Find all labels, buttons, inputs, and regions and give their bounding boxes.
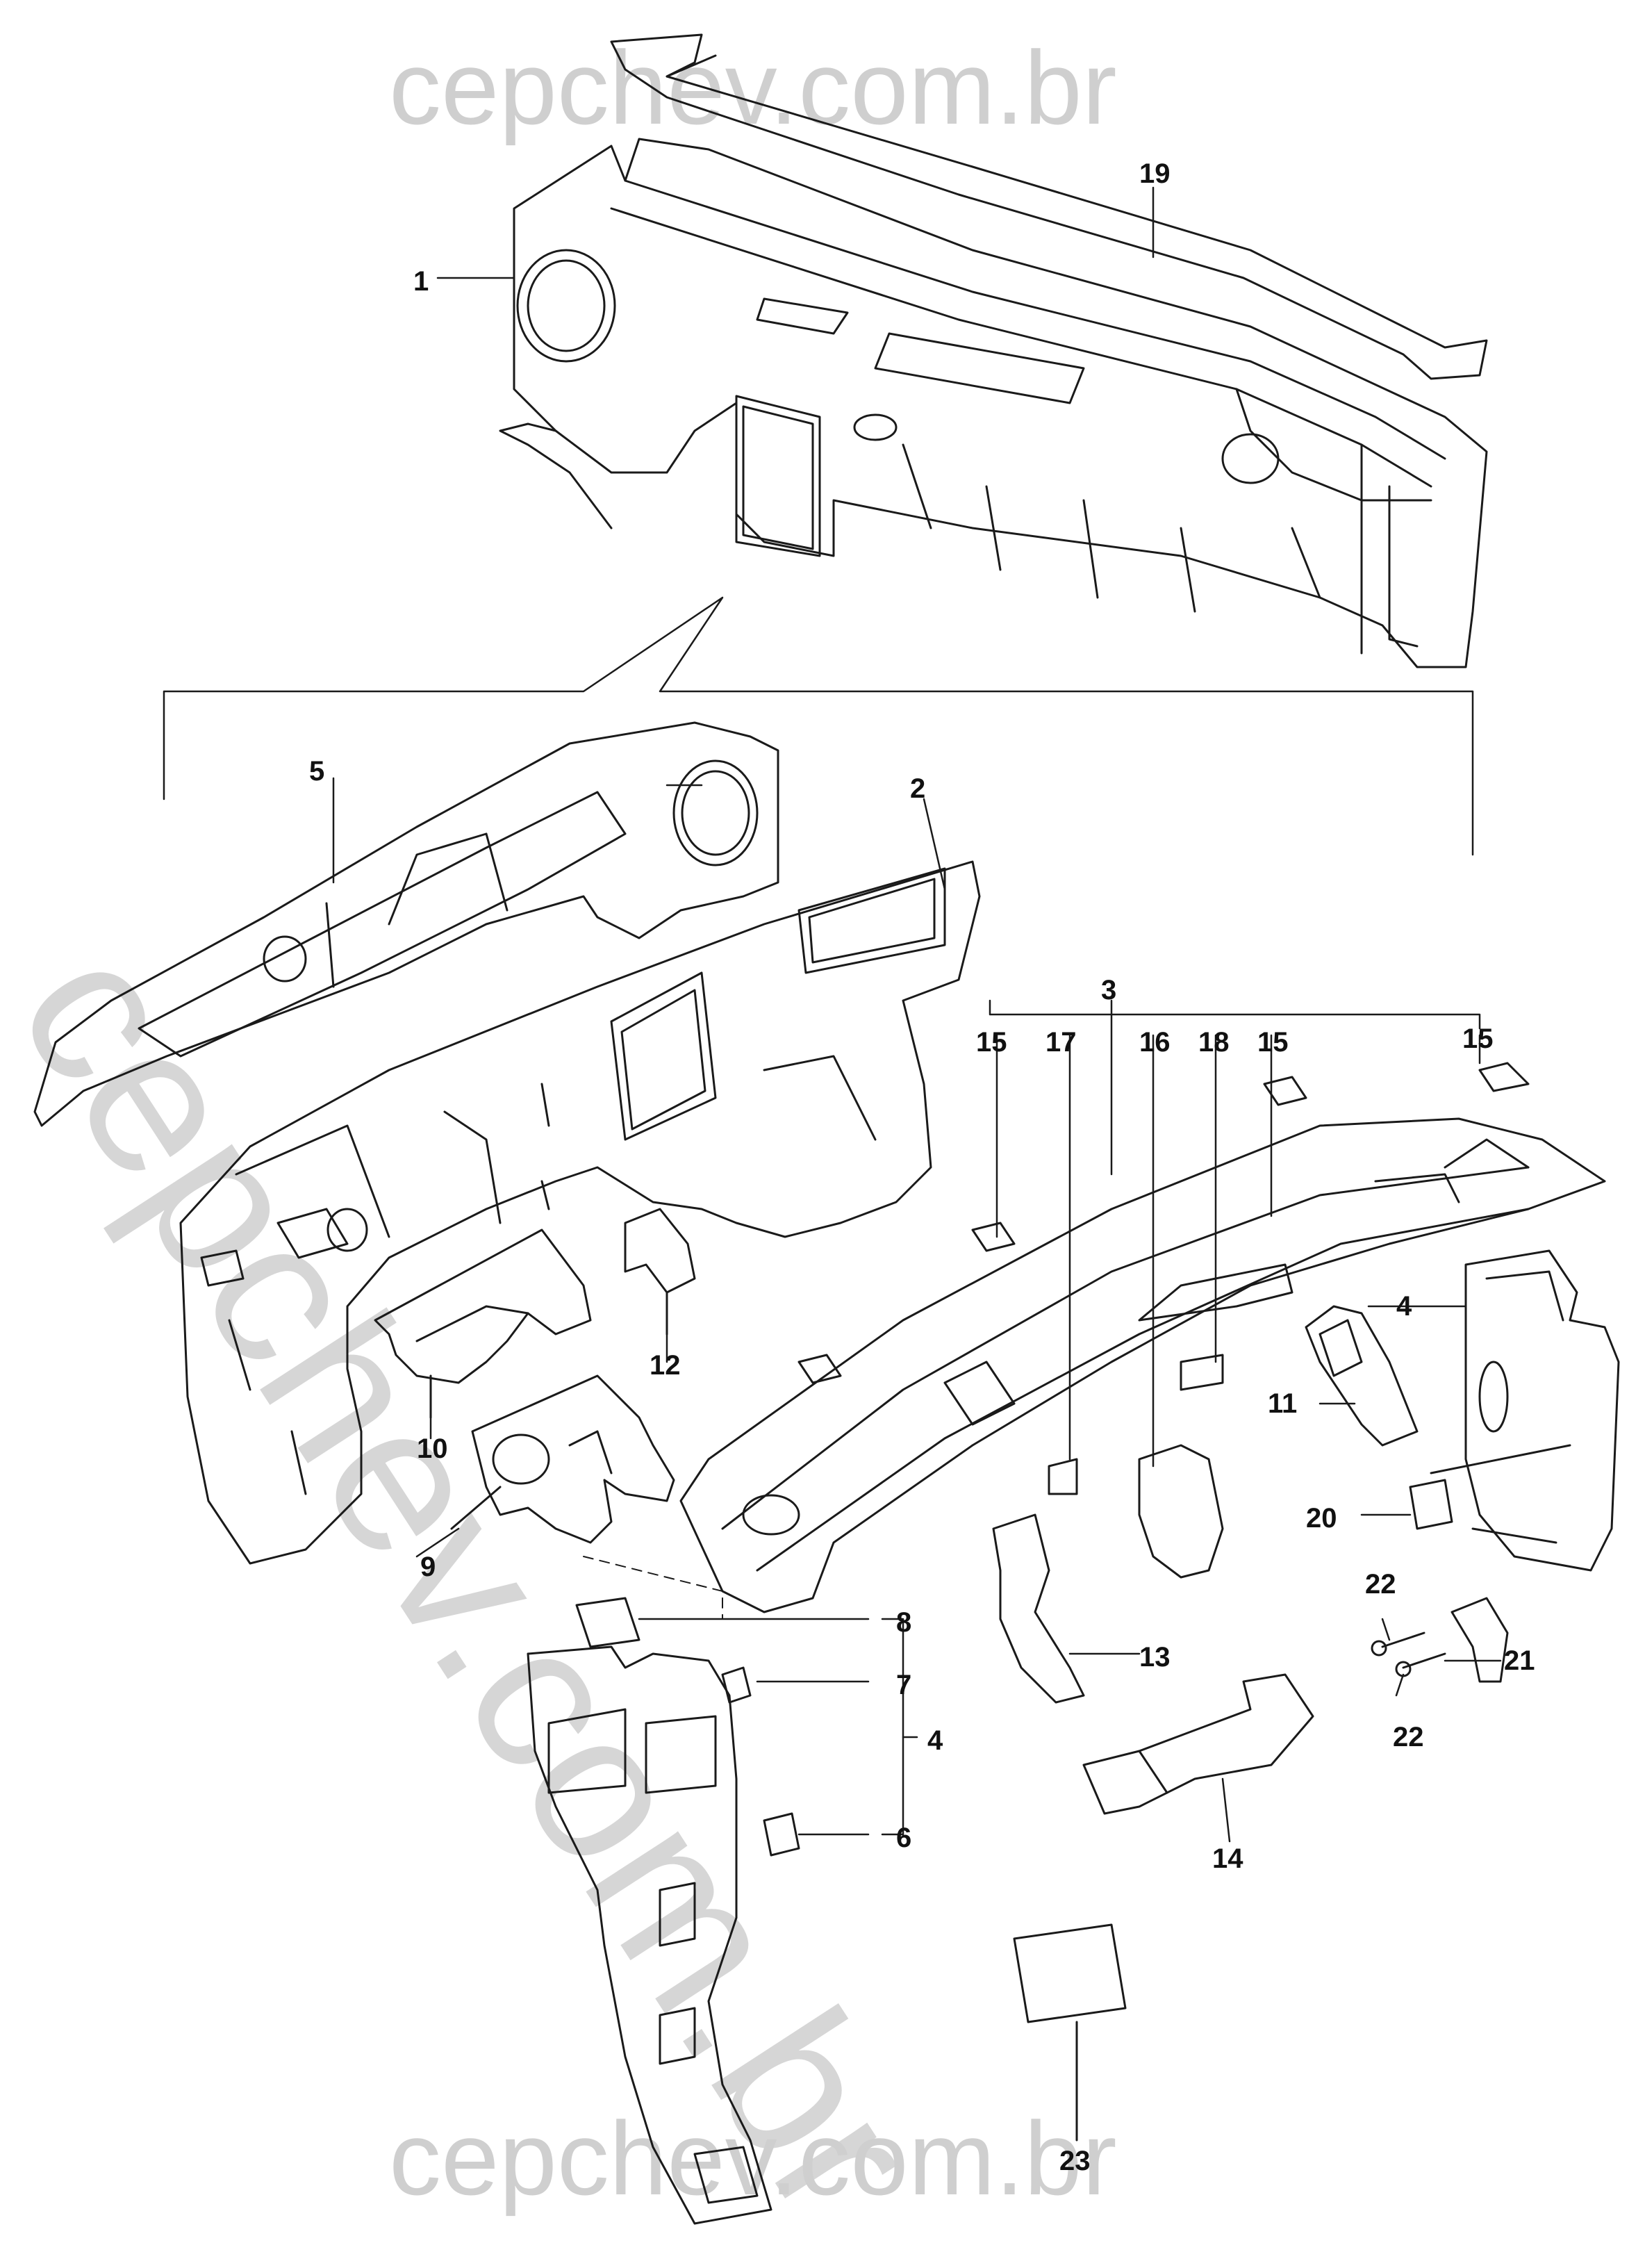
callout-23: 23 (1059, 2146, 1091, 2176)
part-4-side-panel-right (1430, 1249, 1620, 1572)
part-2-dash-panel (179, 860, 981, 1565)
callout-7: 7 (896, 1670, 912, 1700)
part-8-bracket (575, 1597, 640, 1648)
callout-5: 5 (309, 756, 325, 787)
callout-1: 1 (413, 266, 429, 297)
part-16-insulator (1138, 1444, 1224, 1579)
part-20-bracket (1409, 1479, 1453, 1530)
callout-15-a: 15 (976, 1027, 1007, 1058)
callout-12: 12 (650, 1350, 681, 1381)
callout-4-left: 4 (927, 1725, 943, 1756)
part-7-clip (721, 1666, 752, 1704)
callout-10: 10 (417, 1433, 448, 1464)
callout-4-right: 4 (1396, 1291, 1412, 1322)
callout-22-a: 22 (1365, 1569, 1396, 1600)
part-3-cowl-assembly (679, 1117, 1606, 1613)
part-11-pad (1305, 1305, 1419, 1447)
callout-18: 18 (1198, 1027, 1230, 1058)
callout-11: 11 (1268, 1388, 1298, 1419)
callout-20: 20 (1306, 1503, 1337, 1534)
part-15-clips (797, 1062, 1530, 1384)
part-9-reinforcement (450, 1374, 675, 1544)
callout-17: 17 (1045, 1027, 1077, 1058)
part-10-bracket (374, 1228, 592, 1419)
callout-8: 8 (896, 1607, 912, 1638)
callout-2: 2 (910, 773, 926, 804)
part-3-leader-bracket (989, 999, 1481, 1468)
callout-14: 14 (1212, 1843, 1243, 1874)
callout-21: 21 (1504, 1645, 1535, 1676)
part-21-22-fasteners (1371, 1597, 1509, 1683)
callout-9: 9 (420, 1552, 436, 1582)
part-12-bracket (624, 1208, 696, 1336)
part-13-panel (992, 1513, 1085, 1704)
part-17-18-brackets (1048, 1354, 1224, 1495)
callout-leaders (332, 186, 1502, 1843)
part-4-left-leader-bracket (638, 1618, 918, 1836)
explode-bracket (163, 596, 1474, 856)
part-6-clip (763, 1812, 800, 1857)
alignment-dashes (583, 1556, 723, 1620)
callout-15-c: 15 (1462, 1024, 1494, 1054)
callout-22-b: 22 (1393, 1722, 1424, 1752)
callout-16: 16 (1139, 1027, 1171, 1058)
callout-6: 6 (896, 1823, 912, 1853)
callout-15-b: 15 (1257, 1027, 1289, 1058)
part-5-upper-panel (33, 721, 779, 1127)
part-4-side-panel-left (527, 1645, 772, 2225)
part-23-pad (1013, 1923, 1127, 2142)
callout-13: 13 (1139, 1642, 1171, 1673)
part-19-cowl-strip (610, 33, 1488, 380)
part-1-dash-assembly (499, 138, 1488, 668)
callout-19: 19 (1139, 158, 1171, 189)
callout-3: 3 (1101, 975, 1117, 1005)
part-14-bracket (1082, 1673, 1314, 1815)
